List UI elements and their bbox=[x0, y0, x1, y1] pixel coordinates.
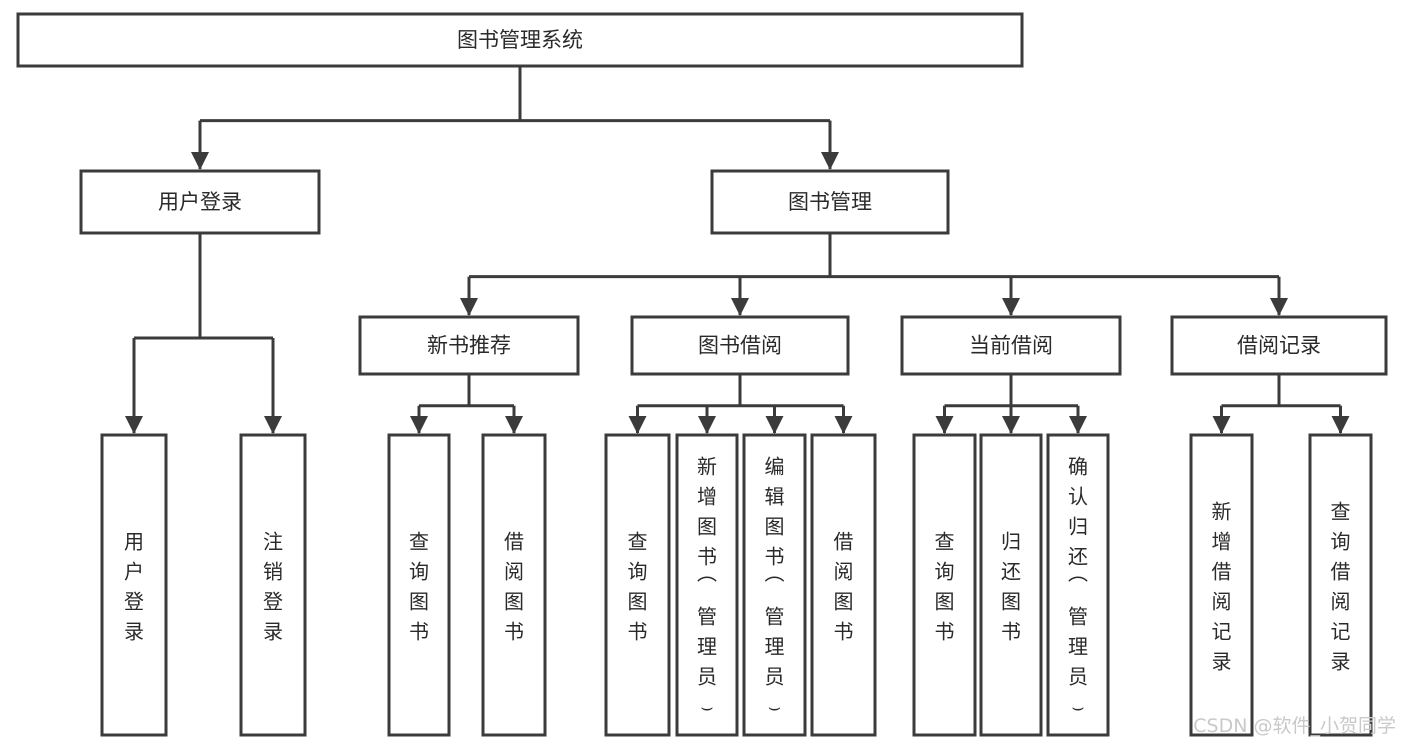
node-box[interactable] bbox=[239, 433, 307, 737]
node-label: 编辑图书⌒管理员⌣ bbox=[765, 454, 785, 718]
arrow-head-icon bbox=[264, 416, 282, 434]
node-level3-borrow-record[interactable]: 借阅记录 bbox=[1170, 315, 1388, 376]
arrow-head-icon bbox=[460, 298, 478, 316]
node-leaf-leaf-confirm-return-admin[interactable]: 确认归还⌒管理员⌣ bbox=[1046, 433, 1110, 737]
node-label: 图书管理 bbox=[788, 190, 872, 214]
node-box[interactable] bbox=[358, 315, 580, 376]
node-leaf-leaf-query-book-2[interactable]: 查询图书 bbox=[604, 433, 671, 737]
node-label: 查询图书 bbox=[628, 529, 648, 643]
arrow-head-icon bbox=[1270, 298, 1288, 316]
node-label: 借阅记录 bbox=[1237, 334, 1321, 358]
node-box[interactable] bbox=[100, 433, 168, 737]
node-leaf-leaf-user-logout[interactable]: 注销登录 bbox=[239, 433, 307, 737]
node-label: 图书管理系统 bbox=[457, 28, 583, 52]
arrow-head-icon bbox=[1331, 416, 1350, 434]
arrow-head-icon bbox=[935, 416, 954, 434]
node-label: 当前借阅 bbox=[969, 334, 1053, 358]
arrow-head-icon bbox=[731, 298, 749, 316]
node-label: 确认归还⌒管理员⌣ bbox=[1068, 454, 1088, 718]
node-label: 查询图书 bbox=[935, 529, 955, 643]
node-box[interactable] bbox=[79, 169, 321, 235]
node-box[interactable] bbox=[675, 433, 739, 737]
csdn-watermark: CSDN @软件_小贺同学 bbox=[1193, 715, 1396, 737]
connector-layer bbox=[125, 66, 1350, 434]
arrow-head-icon bbox=[698, 416, 716, 434]
node-label: 图书借阅 bbox=[698, 334, 782, 358]
node-leaf-leaf-query-book-3[interactable]: 查询图书 bbox=[912, 433, 977, 737]
node-layer: 图书管理系统用户登录图书管理新书推荐图书借阅当前借阅借阅记录用户登录注销登录查询… bbox=[16, 12, 1388, 737]
node-label: 新增图书⌒管理员⌣ bbox=[697, 454, 717, 718]
arrow-head-icon bbox=[821, 152, 839, 170]
node-box[interactable] bbox=[630, 315, 850, 376]
node-leaf-leaf-return-book[interactable]: 归还图书 bbox=[979, 433, 1043, 737]
node-box[interactable] bbox=[1308, 433, 1373, 737]
node-box[interactable] bbox=[16, 12, 1024, 68]
node-box[interactable] bbox=[604, 433, 671, 737]
node-box[interactable] bbox=[387, 433, 451, 737]
node-leaf-leaf-add-borrow-record[interactable]: 新增借阅记录 bbox=[1189, 433, 1254, 737]
node-leaf-leaf-add-book-admin[interactable]: 新增图书⌒管理员⌣ bbox=[675, 433, 739, 737]
node-box[interactable] bbox=[912, 433, 977, 737]
node-leaf-leaf-query-book-1[interactable]: 查询图书 bbox=[387, 433, 451, 737]
arrow-head-icon bbox=[628, 416, 647, 434]
node-label: 新增借阅记录 bbox=[1212, 499, 1232, 673]
node-level3-current-borrow[interactable]: 当前借阅 bbox=[900, 315, 1122, 376]
arrow-head-icon bbox=[765, 416, 784, 434]
arrow-head-icon bbox=[125, 416, 143, 434]
node-box[interactable] bbox=[742, 433, 807, 737]
node-box[interactable] bbox=[1170, 315, 1388, 376]
node-box[interactable] bbox=[1046, 433, 1110, 737]
arrow-head-icon bbox=[1002, 298, 1020, 316]
node-box[interactable] bbox=[979, 433, 1043, 737]
arrow-head-icon bbox=[410, 416, 428, 434]
node-leaf-leaf-borrow-book-2[interactable]: 借阅图书 bbox=[810, 433, 877, 737]
arrow-head-icon bbox=[1069, 416, 1087, 434]
node-box[interactable] bbox=[710, 169, 950, 235]
node-box[interactable] bbox=[1189, 433, 1254, 737]
node-box[interactable] bbox=[810, 433, 877, 737]
node-label: 借阅图书 bbox=[504, 529, 524, 643]
node-label: 借阅图书 bbox=[834, 529, 854, 643]
node-label: 用户登录 bbox=[124, 529, 144, 643]
node-leaf-leaf-edit-book-admin[interactable]: 编辑图书⌒管理员⌣ bbox=[742, 433, 807, 737]
node-label: 查询图书 bbox=[409, 529, 429, 643]
node-level3-book-borrow[interactable]: 图书借阅 bbox=[630, 315, 850, 376]
arrow-head-icon bbox=[191, 152, 209, 170]
node-label: 用户登录 bbox=[158, 190, 242, 214]
arrow-head-icon bbox=[1002, 416, 1020, 434]
node-label: 查询借阅记录 bbox=[1331, 499, 1351, 673]
node-level3-new-book-recommend[interactable]: 新书推荐 bbox=[358, 315, 580, 376]
node-box[interactable] bbox=[481, 433, 547, 737]
arrow-head-icon bbox=[834, 416, 853, 434]
node-level2-book-manage[interactable]: 图书管理 bbox=[710, 169, 950, 235]
arrow-head-icon bbox=[1212, 416, 1231, 434]
node-level2-user-login[interactable]: 用户登录 bbox=[79, 169, 321, 235]
node-label: 注销登录 bbox=[263, 529, 283, 643]
node-leaf-leaf-borrow-book-1[interactable]: 借阅图书 bbox=[481, 433, 547, 737]
node-root-图书管理系统[interactable]: 图书管理系统 bbox=[16, 12, 1024, 68]
node-box[interactable] bbox=[900, 315, 1122, 376]
node-leaf-leaf-query-borrow-record[interactable]: 查询借阅记录 bbox=[1308, 433, 1373, 737]
node-leaf-leaf-user-login[interactable]: 用户登录 bbox=[100, 433, 168, 737]
arrow-head-icon bbox=[505, 416, 523, 434]
node-label: 新书推荐 bbox=[427, 334, 511, 358]
node-label: 归还图书 bbox=[1001, 529, 1021, 643]
